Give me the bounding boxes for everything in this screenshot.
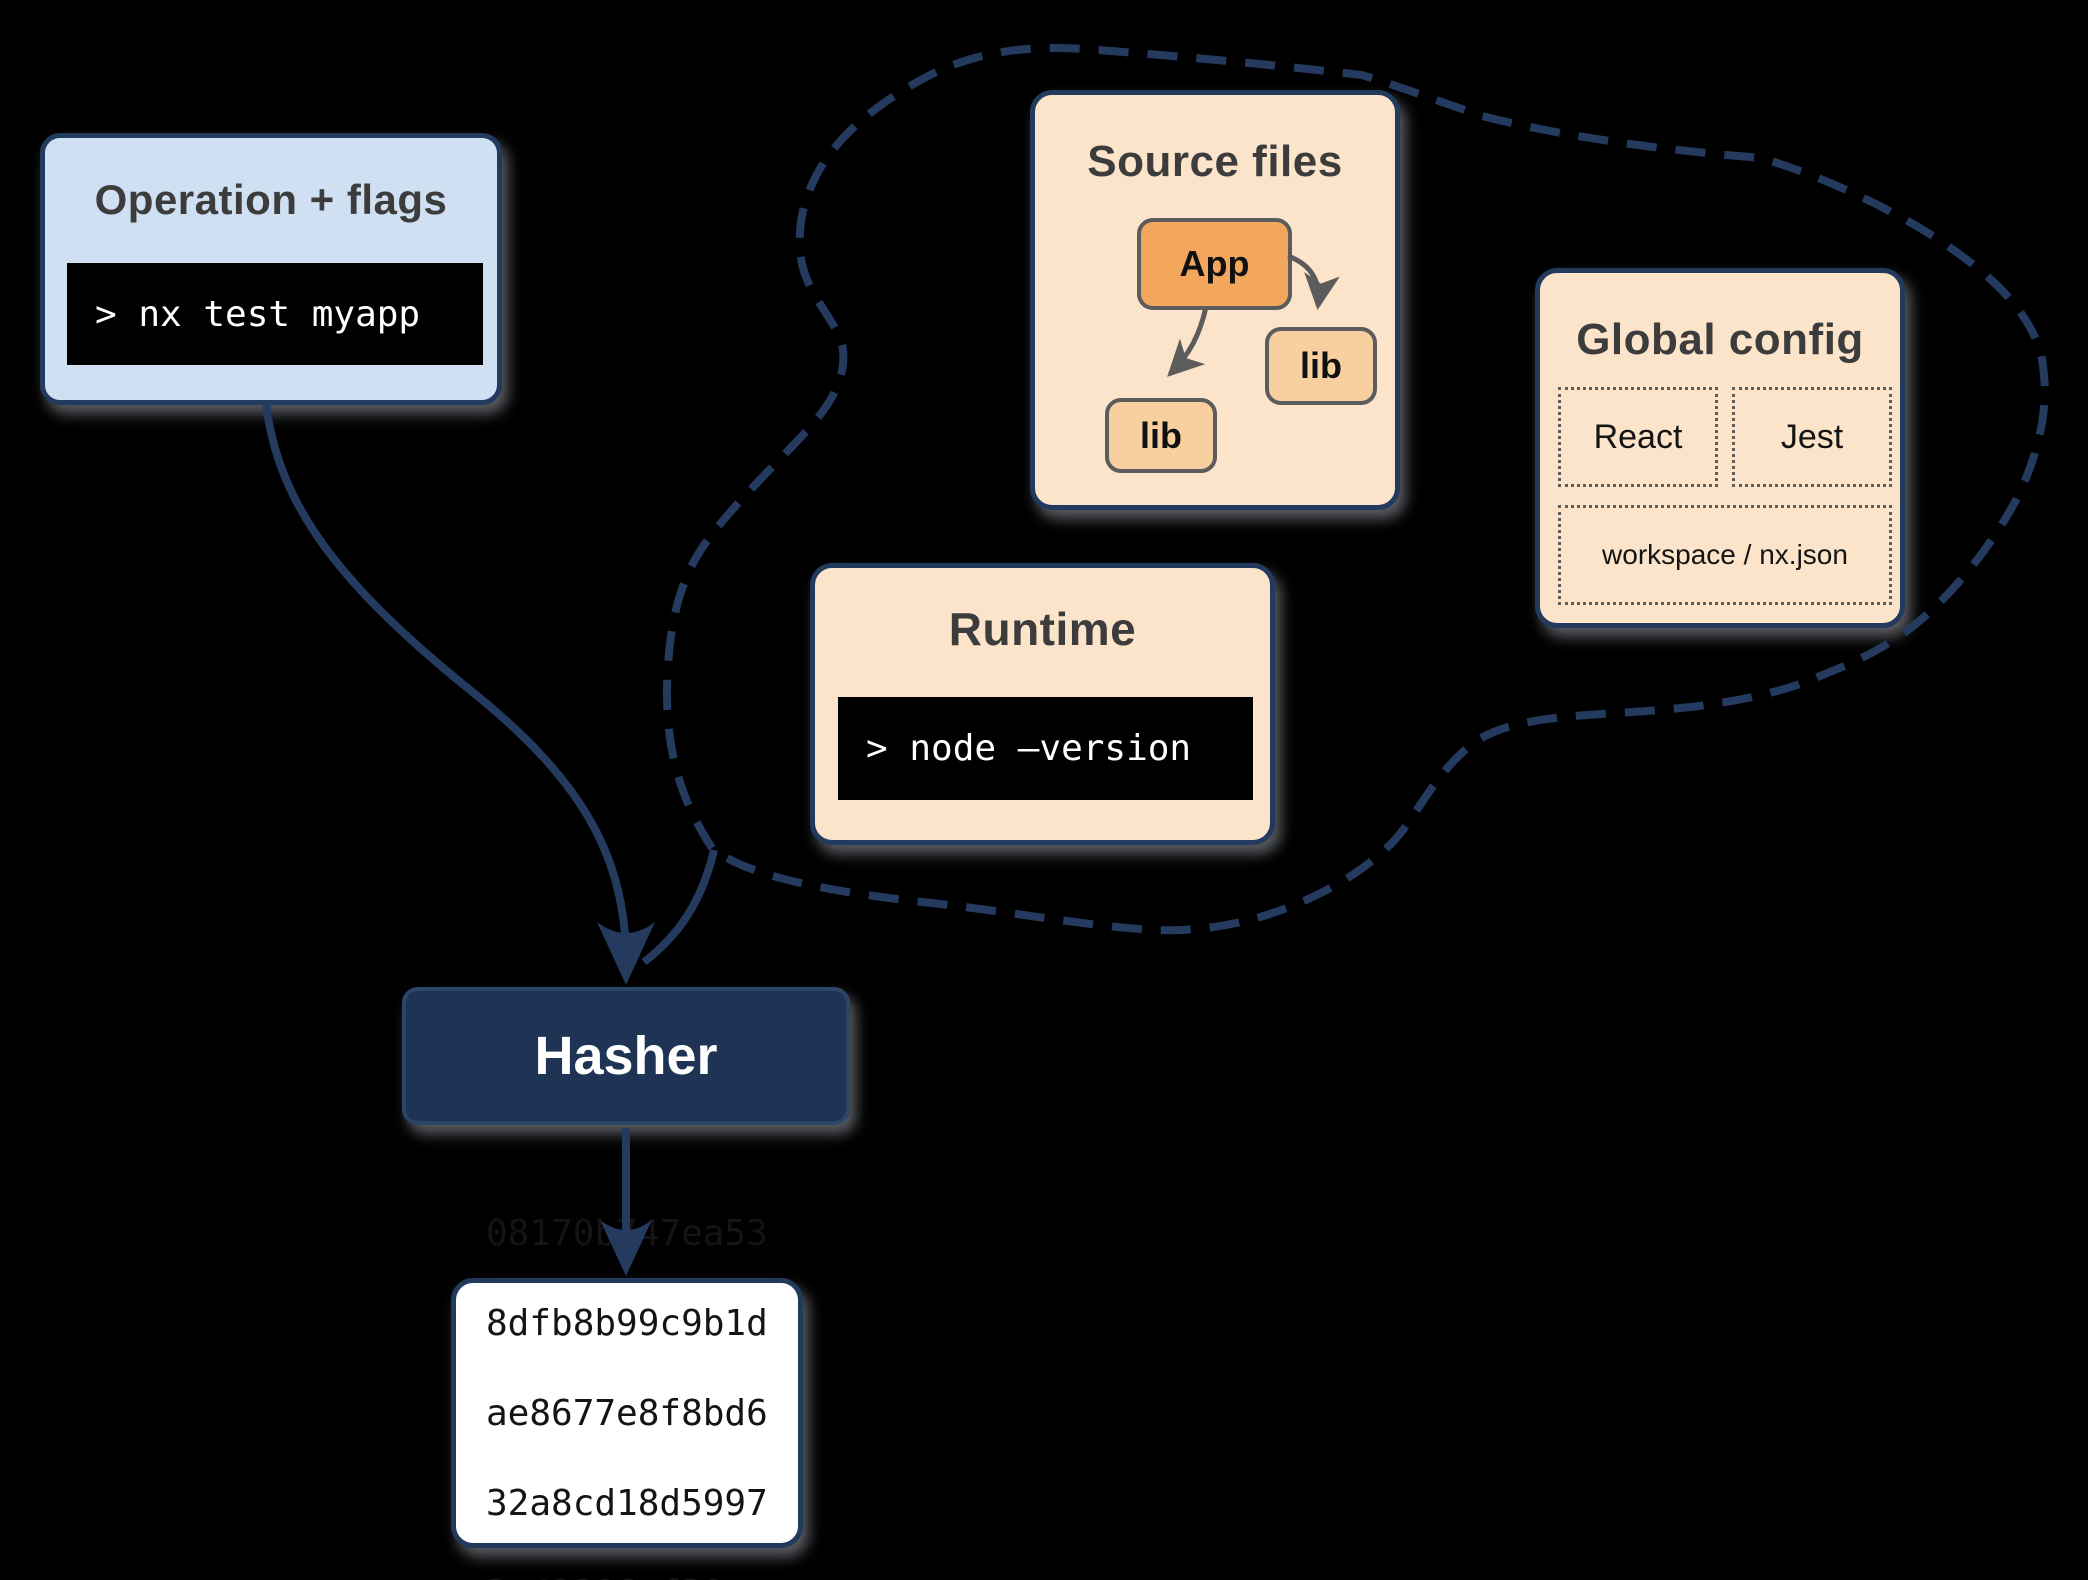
- lib-node-right-label: lib: [1300, 345, 1342, 386]
- source-files-title: Source files: [1087, 137, 1343, 186]
- operation-flags-panel: Operation + flags > nx test myapp: [40, 133, 502, 405]
- lib-node-right: lib: [1265, 327, 1377, 405]
- jest-label: Jest: [1780, 417, 1844, 456]
- app-node: App: [1137, 218, 1292, 310]
- hash-line: 32a8cd18d5997: [486, 1482, 768, 1524]
- app-node-label: App: [1179, 243, 1250, 284]
- react-label: React: [1593, 417, 1683, 456]
- global-config-item-workspace: workspace / nx.json: [1558, 505, 1892, 605]
- hash-output-box: 08170b747ea53 8dfb8b99c9b1d ae8677e8f8bd…: [451, 1213, 803, 1580]
- hash-line: 8dfb8b99c9b1d: [486, 1302, 768, 1344]
- lib-node-left-label: lib: [1140, 414, 1182, 456]
- hash-output-lines: 08170b747ea53 8dfb8b99c9b1d ae8677e8f8bd…: [456, 1211, 768, 1580]
- runtime-panel: Runtime > node –version: [810, 563, 1275, 845]
- source-files-panel: Source files App lib lib: [1030, 90, 1400, 510]
- global-config-item-jest: Jest: [1732, 387, 1892, 487]
- operation-flags-title: Operation + flags: [94, 176, 448, 223]
- runtime-command-text: > node –version: [866, 728, 1192, 769]
- global-config-item-react: React: [1558, 387, 1718, 487]
- operation-command-text: > nx test myapp: [95, 293, 421, 335]
- global-config-title: Global config: [1576, 315, 1864, 364]
- operation-to-hasher-arrow: [262, 402, 630, 951]
- hash-line: 08170b747ea53: [486, 1212, 768, 1254]
- runtime-title: Runtime: [948, 603, 1137, 655]
- workspace-nxjson-label: workspace / nx.json: [1602, 539, 1848, 570]
- hash-line: ae8677e8f8bd6: [486, 1392, 768, 1434]
- cloud-to-hasher-arrow: [641, 849, 718, 966]
- hash-line: 3a49206cf30a: [486, 1573, 746, 1580]
- global-config-panel: Global config React Jest workspace / nx.…: [1535, 268, 1905, 628]
- runtime-terminal: > node –version: [838, 697, 1253, 800]
- operation-terminal: > nx test myapp: [67, 263, 483, 365]
- hasher-input-arrowhead: [597, 922, 655, 985]
- hasher-node: Hasher: [402, 987, 850, 1125]
- lib-node-left: lib: [1105, 398, 1217, 473]
- hasher-label: Hasher: [534, 1026, 718, 1086]
